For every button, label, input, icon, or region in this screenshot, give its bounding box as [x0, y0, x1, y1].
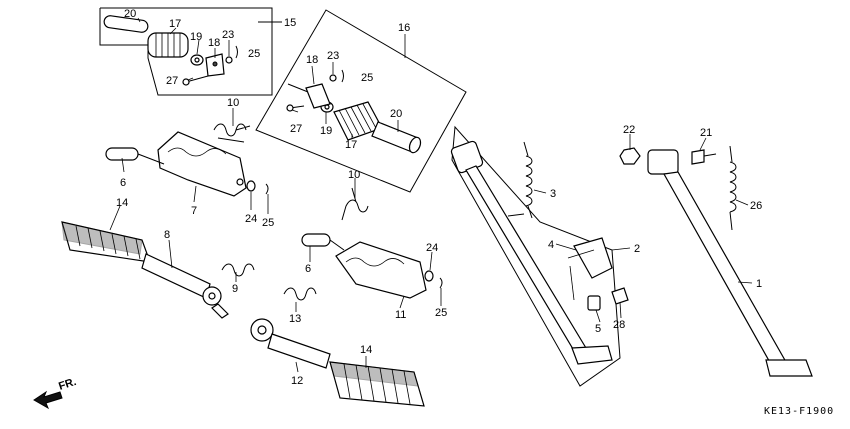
callout-27a: 27 [166, 75, 178, 87]
callout-11: 11 [395, 309, 406, 321]
callout-12: 12 [291, 375, 303, 387]
diagram-code: KE13-F1900 [764, 406, 834, 417]
main-stand-1 [647, 149, 813, 377]
group-box-15 [99, 7, 282, 96]
bracket-18b [287, 83, 331, 109]
bolt-21 [691, 149, 717, 165]
bracket-18a [205, 53, 225, 77]
washer-19a [190, 54, 204, 66]
spring-10a [213, 123, 251, 143]
footpeg-rubber-17a [147, 32, 189, 58]
leader-lines [109, 17, 753, 373]
cotter-pin-23b [329, 74, 337, 82]
clip-25a [235, 45, 238, 59]
callout-17b: 17 [345, 139, 357, 151]
footpeg-arm-8 [141, 253, 229, 319]
callout-2: 2 [634, 243, 640, 255]
peg-pin-20a [103, 15, 149, 33]
bolt-28 [611, 287, 629, 305]
direction-label: FR. [57, 376, 78, 393]
spring-9 [221, 263, 255, 277]
callout-9: 9 [232, 283, 238, 295]
callout-25a: 25 [248, 48, 260, 60]
callout-18b: 18 [306, 54, 318, 66]
side-stand [450, 140, 613, 365]
callout-13: 13 [289, 313, 301, 325]
switch-4 [567, 237, 613, 301]
group-box-2 [451, 125, 621, 387]
callout-21: 21 [700, 127, 712, 139]
washer-24a [246, 180, 256, 192]
spring-10b [341, 187, 369, 221]
callout-15: 15 [284, 17, 296, 29]
bolt-27a [182, 75, 209, 86]
nut-22 [619, 147, 641, 165]
washer-24b [424, 270, 434, 282]
callout-23a: 23 [222, 29, 234, 41]
callout-19b: 19 [320, 125, 332, 137]
callout-5: 5 [595, 323, 601, 335]
callout-17a: 17 [169, 18, 181, 30]
callout-19a: 19 [190, 31, 202, 43]
callout-3: 3 [550, 188, 556, 200]
peg-pin-20b [371, 121, 422, 154]
callout-6b: 6 [305, 263, 311, 275]
callout-14a: 14 [116, 197, 128, 209]
footpeg-rubber-14b [329, 361, 425, 407]
callout-22: 22 [623, 124, 635, 136]
callout-1: 1 [756, 278, 762, 290]
callout-25b: 25 [361, 72, 373, 84]
bolt-5 [587, 295, 601, 311]
callout-6a: 6 [120, 177, 126, 189]
callout-4: 4 [548, 239, 554, 251]
callout-20b: 20 [390, 108, 402, 120]
callout-7: 7 [191, 205, 197, 217]
pin-6a [105, 147, 165, 165]
group-box-16 [255, 9, 467, 193]
cotter-pin-23a [225, 56, 233, 64]
callout-24b: 24 [426, 242, 438, 254]
pin-6b [301, 233, 345, 251]
callout-26: 26 [750, 200, 762, 212]
callout-24a: 24 [245, 213, 257, 225]
callout-16: 16 [398, 22, 410, 34]
spring-3 [523, 141, 533, 219]
bolt-27b [286, 104, 305, 112]
clip-25d [439, 277, 443, 289]
callout-25c: 25 [262, 217, 274, 229]
footrest-bracket-11 [335, 241, 427, 299]
footpeg-arm-12 [250, 318, 331, 369]
callout-28: 28 [613, 319, 625, 331]
callout-20a: 20 [124, 8, 136, 20]
callout-10a: 10 [227, 97, 239, 109]
callout-8: 8 [164, 229, 170, 241]
callout-18a: 18 [208, 37, 220, 49]
callout-23b: 23 [327, 50, 339, 62]
clip-25c [265, 183, 269, 195]
callout-14b: 14 [360, 344, 372, 356]
spring-13 [283, 287, 317, 301]
callout-10b: 10 [348, 169, 360, 181]
front-direction-arrow: FR. [33, 376, 78, 410]
footpeg-rubber-14a [61, 221, 151, 263]
callout-labels: 20 17 19 18 23 25 27 15 16 18 23 25 27 1… [116, 8, 762, 387]
clip-25b [341, 69, 344, 83]
callout-25d: 25 [435, 307, 447, 319]
callout-27b: 27 [290, 123, 302, 135]
footrest-bracket-7 [157, 131, 247, 197]
spring-26 [729, 145, 737, 231]
